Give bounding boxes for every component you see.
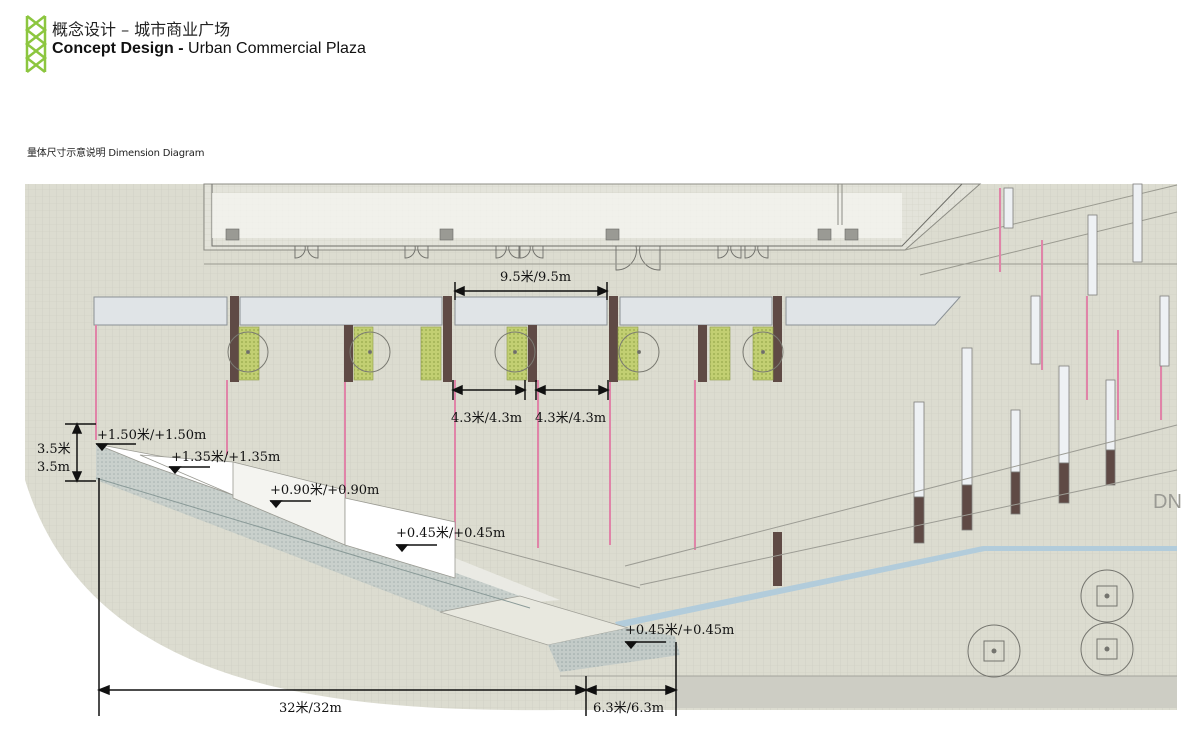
level-label-4: +0.45米/+0.45m bbox=[396, 526, 505, 541]
dimension-lines bbox=[65, 282, 679, 716]
stepped-ramp bbox=[95, 443, 680, 672]
dim-span-right: 4.3米/4.3m bbox=[535, 411, 606, 426]
tree-symbols bbox=[227, 331, 784, 373]
canopy-panels bbox=[93, 296, 962, 326]
level-label-5: +0.45米/+0.45m bbox=[625, 623, 734, 638]
dim-height-cn: 3.5米 bbox=[37, 442, 71, 457]
diagram-subtitle: 量体尺寸示意说明 Dimension Diagram bbox=[27, 148, 205, 159]
building-block bbox=[203, 183, 982, 251]
dimension-labels: 9.5米/9.5m 4.3米/4.3m 4.3米/4.3m 3.5米 3.5m … bbox=[37, 270, 734, 716]
dim-height-en: 3.5m bbox=[37, 460, 70, 475]
lattice-logo-icon bbox=[24, 15, 48, 73]
drain-fixtures bbox=[967, 569, 1134, 678]
bottom-paving bbox=[560, 675, 1177, 708]
title-english-rest: Urban Commercial Plaza bbox=[183, 40, 366, 57]
corner-label: DN bbox=[1153, 491, 1182, 513]
plaza-diagonals bbox=[439, 424, 1178, 589]
dim-length-side: 6.3米/6.3m bbox=[593, 701, 664, 716]
title-chinese: 概念设计 – 城市商业广场 bbox=[52, 20, 231, 39]
title-english-bold: Concept Design - bbox=[52, 40, 184, 57]
page-header: 概念设计 – 城市商业广场 Concept Design - Urban Com… bbox=[24, 14, 544, 76]
level-label-1: +1.50米/+1.50m bbox=[97, 428, 206, 443]
dim-span-left: 4.3米/4.3m bbox=[451, 411, 522, 426]
building-columns bbox=[230, 296, 782, 586]
dim-span-top: 9.5米/9.5m bbox=[500, 270, 571, 285]
title-english: Concept Design - Urban Commercial Plaza bbox=[52, 40, 366, 58]
level-label-3: +0.90米/+0.90m bbox=[270, 483, 379, 498]
dim-length-main: 32米/32m bbox=[279, 701, 342, 716]
level-label-2: +1.35米/+1.35m bbox=[171, 450, 280, 465]
equipment-markers bbox=[225, 228, 859, 241]
facade-fins bbox=[913, 183, 1170, 544]
door-swings bbox=[294, 245, 769, 271]
